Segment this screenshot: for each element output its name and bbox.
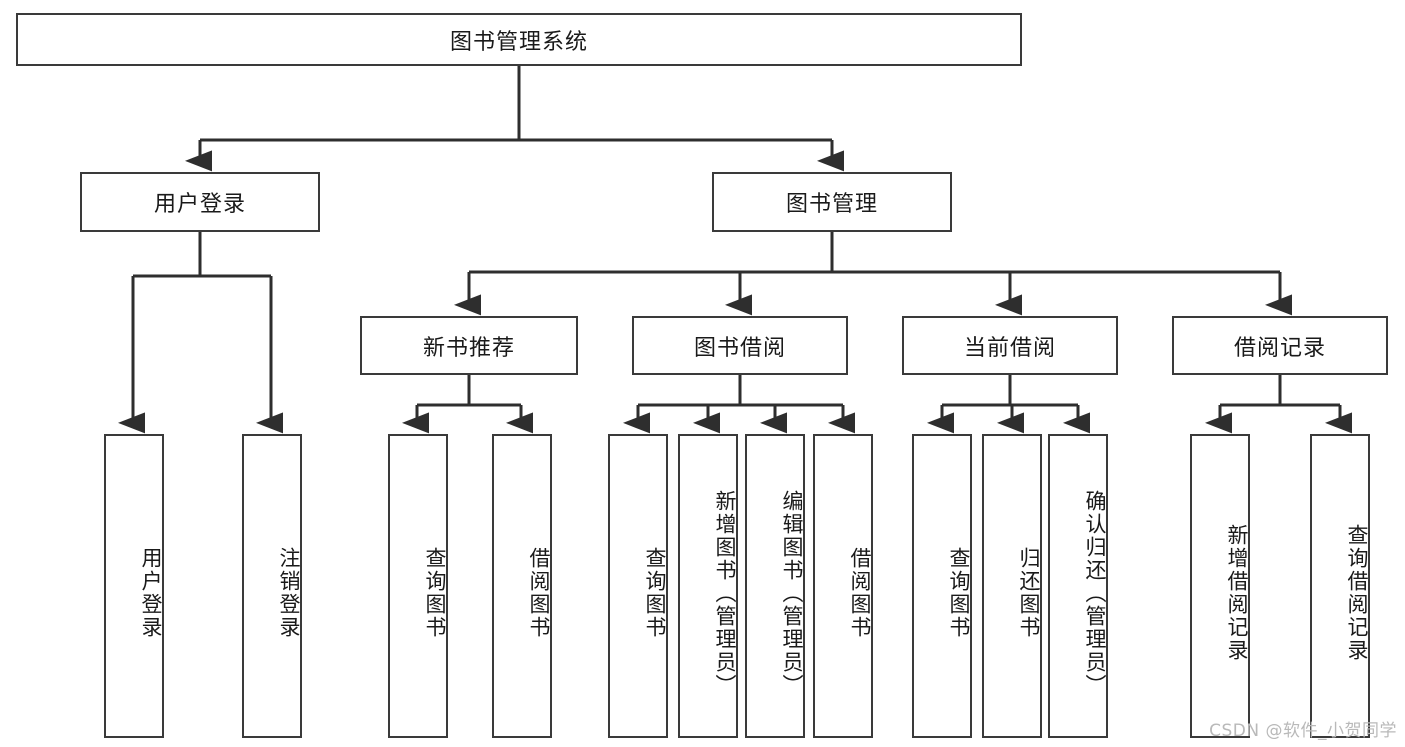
leaf-borrow-record-1-label: 新增借阅记录 — [1225, 524, 1249, 662]
leaf-user-login-2[interactable]: 注销登录 — [242, 434, 302, 738]
node-book-manage[interactable]: 图书管理 — [712, 172, 952, 232]
node-book-manage-label: 图书管理 — [785, 192, 878, 217]
node-current-borrow[interactable]: 当前借阅 — [902, 316, 1118, 375]
node-borrow-record-label: 借阅记录 — [1233, 335, 1326, 361]
leaf-current-borrow-1[interactable]: 查询图书 — [912, 434, 972, 738]
leaf-current-borrow-3-label: 确认归还（管理员） — [1083, 489, 1107, 697]
leaf-book-borrow-3-label: 编辑图书（管理员） — [780, 489, 804, 697]
watermark-text: CSDN @软件_小贺同学 — [1209, 721, 1397, 741]
node-root-label: 图书管理系统 — [449, 29, 588, 55]
leaf-user-login-1-label: 用户登录 — [139, 547, 163, 639]
leaf-book-borrow-3[interactable]: 编辑图书（管理员） — [745, 434, 805, 738]
leaf-new-book-2[interactable]: 借阅图书 — [492, 434, 552, 738]
leaf-book-borrow-1[interactable]: 查询图书 — [608, 434, 668, 738]
leaf-new-book-2-label: 借阅图书 — [527, 547, 551, 639]
node-user-login[interactable]: 用户登录 — [80, 172, 320, 232]
leaf-current-borrow-3[interactable]: 确认归还（管理员） — [1048, 434, 1108, 738]
leaf-current-borrow-1-label: 查询图书 — [947, 547, 971, 639]
leaf-current-borrow-2-label: 归还图书 — [1017, 547, 1041, 639]
leaf-book-borrow-2[interactable]: 新增图书（管理员） — [678, 434, 738, 738]
node-borrow-record[interactable]: 借阅记录 — [1172, 316, 1388, 375]
leaf-book-borrow-1-label: 查询图书 — [643, 547, 667, 639]
node-current-borrow-label: 当前借阅 — [963, 335, 1056, 361]
node-user-login-label: 用户登录 — [153, 192, 246, 217]
leaf-current-borrow-2[interactable]: 归还图书 — [982, 434, 1042, 738]
leaf-book-borrow-4[interactable]: 借阅图书 — [813, 434, 873, 738]
leaf-new-book-1-label: 查询图书 — [423, 547, 447, 639]
node-new-book-recommend[interactable]: 新书推荐 — [360, 316, 578, 375]
node-root[interactable]: 图书管理系统 — [16, 13, 1022, 66]
leaf-borrow-record-2-label: 查询借阅记录 — [1345, 524, 1369, 662]
node-new-book-recommend-label: 新书推荐 — [422, 335, 515, 361]
leaf-borrow-record-1[interactable]: 新增借阅记录 — [1190, 434, 1250, 738]
leaf-book-borrow-2-label: 新增图书（管理员） — [713, 489, 737, 697]
leaf-user-login-2-label: 注销登录 — [277, 547, 301, 639]
node-book-borrow[interactable]: 图书借阅 — [632, 316, 848, 375]
leaf-user-login-1[interactable]: 用户登录 — [104, 434, 164, 738]
leaf-book-borrow-4-label: 借阅图书 — [848, 547, 872, 639]
node-book-borrow-label: 图书借阅 — [693, 335, 786, 361]
leaf-new-book-1[interactable]: 查询图书 — [388, 434, 448, 738]
leaf-borrow-record-2[interactable]: 查询借阅记录 — [1310, 434, 1370, 738]
